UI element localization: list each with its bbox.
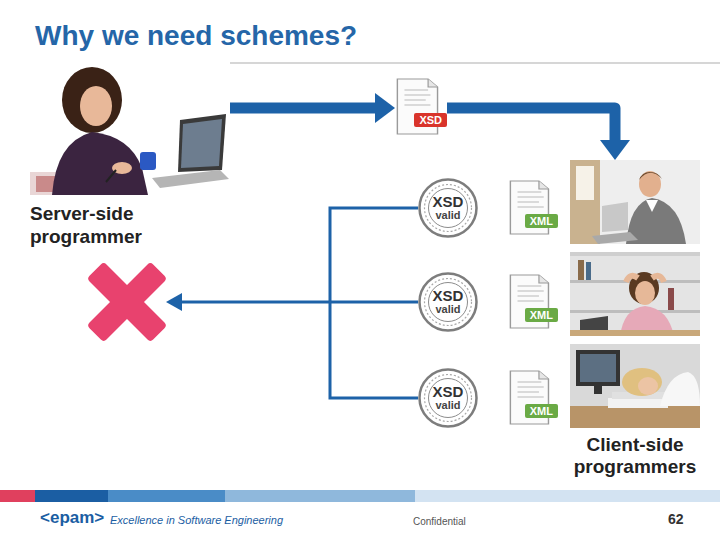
footer-slogan: Excellence in Software Engineering xyxy=(110,514,283,526)
xml-file-icon: XML xyxy=(508,180,558,236)
arrow-shaft xyxy=(230,103,375,114)
arrow-shaft xyxy=(447,108,615,140)
flow-arrow xyxy=(447,108,630,160)
merge-lines xyxy=(330,208,418,398)
client-programmers: Client-side programmers xyxy=(568,160,702,478)
slide-title: Why we need schemes? xyxy=(35,20,357,52)
slide-number: 62 xyxy=(668,511,684,527)
node-text: XSD xyxy=(414,113,447,127)
red-cross xyxy=(63,238,190,365)
node-text: XML xyxy=(525,214,558,228)
node-text: XML xyxy=(525,404,558,418)
node-text: XSD xyxy=(433,288,464,303)
node-text: XML xyxy=(525,308,558,322)
node-text: Server-side programmer xyxy=(30,203,230,249)
node-text: valid xyxy=(435,209,460,221)
node-text: XSD xyxy=(433,384,464,399)
node-text: valid xyxy=(435,303,460,315)
node-text: Client-side programmers xyxy=(568,434,702,478)
xml-file-icon: XML xyxy=(508,370,558,426)
xml-file-icon: XML xyxy=(508,274,558,330)
server-programmer-photo xyxy=(30,60,230,195)
node-text: valid xyxy=(435,399,460,411)
reject-arrow-line xyxy=(180,301,330,304)
confidential-note: Confidential xyxy=(413,516,466,527)
flow-arrow xyxy=(230,93,395,123)
xsd-valid-badge: XSDvalid xyxy=(418,272,478,332)
arrow-head xyxy=(375,93,395,123)
reject-arrow-head xyxy=(166,293,182,311)
footer-bar xyxy=(0,490,720,502)
client-programmer-photos xyxy=(568,160,702,430)
node-text: XSD xyxy=(433,194,464,209)
title-rule xyxy=(230,62,720,64)
xsd-valid-badge: XSDvalid xyxy=(418,178,478,238)
arrow-head xyxy=(600,140,630,160)
xsd-file-icon: XSD xyxy=(395,78,447,136)
file-icon xyxy=(395,78,447,136)
xsd-valid-badge: XSDvalid xyxy=(418,368,478,428)
server-programmer: Server-side programmer xyxy=(30,60,230,249)
company-logo: <epam> xyxy=(40,508,104,528)
